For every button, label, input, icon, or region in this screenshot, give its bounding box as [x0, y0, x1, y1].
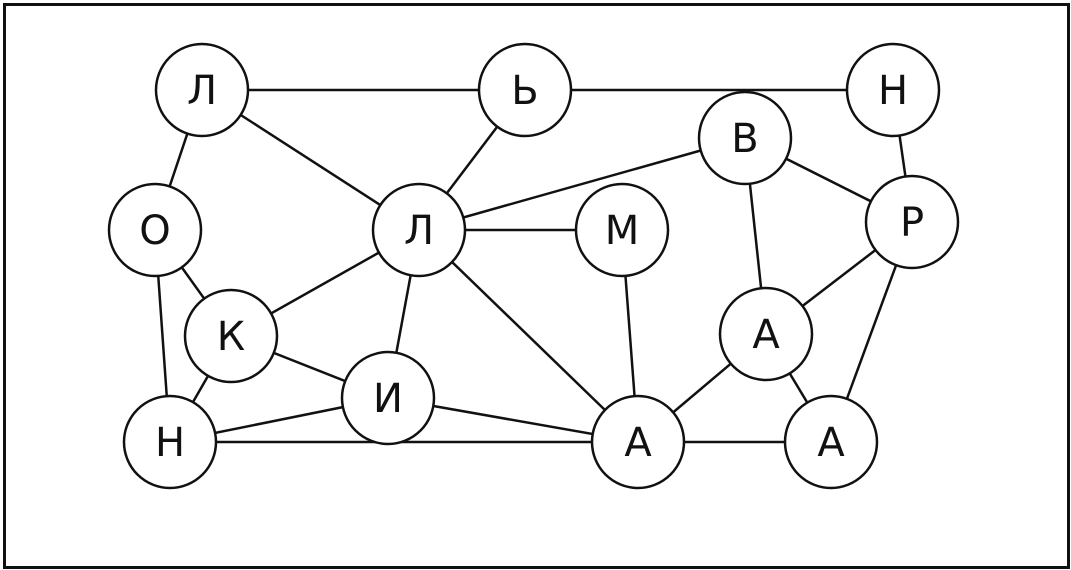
node-i: И [340, 350, 436, 446]
node-label: К [217, 314, 245, 360]
node-circle [590, 394, 686, 490]
node-n2: Н [122, 394, 218, 490]
node-circle [574, 182, 670, 278]
node-circle [697, 90, 793, 186]
node-m: М [574, 182, 670, 278]
node-label: В [731, 116, 758, 162]
node-l1: Л [154, 42, 250, 138]
node-label: И [373, 376, 403, 422]
node-label: Ь [511, 68, 538, 114]
node-v: В [697, 90, 793, 186]
node-circle [783, 394, 879, 490]
node-circle [845, 42, 941, 138]
node-k: К [183, 288, 279, 384]
node-circle [154, 42, 250, 138]
node-label: Р [900, 200, 924, 246]
node-circle [718, 286, 814, 382]
node-label: Н [878, 68, 908, 114]
node-label: А [752, 312, 780, 358]
node-soft: Ь [477, 42, 573, 138]
node-circle [107, 182, 203, 278]
edge-l2-a2 [418, 229, 639, 443]
node-label: А [817, 420, 845, 466]
node-label: Л [404, 208, 434, 254]
node-circle [371, 182, 467, 278]
node-label: Н [155, 420, 185, 466]
edges-layer [153, 88, 914, 444]
node-circle [183, 288, 279, 384]
node-n1: Н [845, 42, 941, 138]
node-label: М [605, 208, 640, 254]
node-r: Р [864, 174, 960, 270]
node-a2: А [590, 394, 686, 490]
node-circle [864, 174, 960, 270]
node-a1: А [718, 286, 814, 382]
node-label: О [139, 208, 170, 254]
node-l2: Л [371, 182, 467, 278]
node-a3: А [783, 394, 879, 490]
node-label: А [624, 420, 652, 466]
edge-l2-v [418, 136, 746, 232]
node-label: Л [187, 68, 217, 114]
node-circle [122, 394, 218, 490]
node-circle [340, 350, 436, 446]
nodes-layer: Л Ь Н В О Л М Р К А И Н А А [107, 42, 960, 490]
node-o: О [107, 182, 203, 278]
node-circle [477, 42, 573, 138]
